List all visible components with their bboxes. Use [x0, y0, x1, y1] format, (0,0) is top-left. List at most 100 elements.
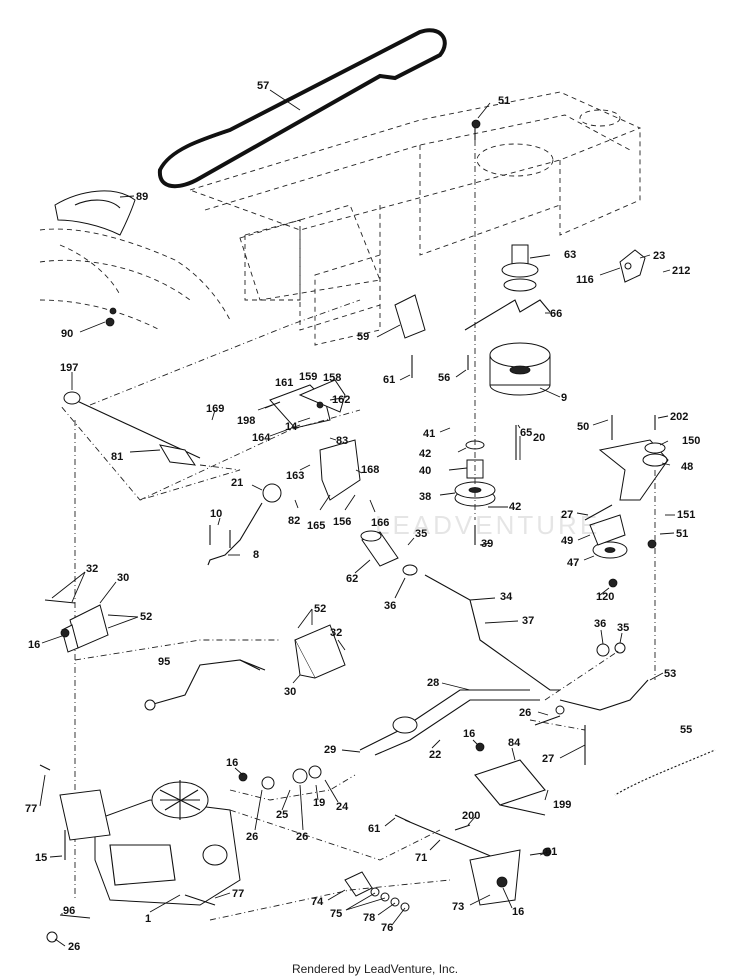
part-label: 36: [384, 600, 396, 612]
shift-lever-8: [207, 483, 282, 566]
part-label: 16: [226, 757, 238, 769]
part-label: 15: [35, 852, 47, 864]
part-label: 73: [452, 901, 464, 913]
belt-keeper-49: [589, 514, 626, 546]
drive-belt-57: [157, 28, 447, 189]
clutch-rod-34: [424, 574, 560, 691]
part-label: 50: [577, 421, 589, 433]
part-label: 51: [498, 95, 510, 107]
part-label: 52: [314, 603, 326, 615]
part-label: 14: [285, 421, 298, 433]
part-label: 26: [246, 831, 258, 843]
part-label: 35: [415, 528, 427, 540]
part-label: 61: [368, 823, 380, 835]
part-label: 161: [275, 377, 293, 389]
lift-bracket-158: [269, 379, 346, 429]
part-label: 56: [438, 372, 450, 384]
part-label: 77: [25, 803, 37, 815]
part-label: 198: [237, 415, 255, 427]
part-label: 74: [311, 896, 324, 908]
assembly-lines: [74, 299, 621, 921]
part-label: 84: [508, 737, 521, 749]
part-labels: 57 51 89 63 23 116 212 66 59 90 197 61: [25, 80, 700, 953]
part-label: 32: [330, 627, 342, 639]
pivot-bracket-165: [319, 439, 361, 501]
part-label: 52: [140, 611, 152, 623]
part-label: 199: [553, 799, 571, 811]
washer-36: [402, 564, 418, 576]
part-label: 55: [680, 724, 692, 736]
part-label: 47: [567, 557, 579, 569]
part-label: 59: [357, 331, 369, 343]
part-label: 66: [550, 308, 562, 320]
brake-bracket-71: [404, 819, 521, 906]
part-label: 16: [463, 728, 475, 740]
tractor-frame: [188, 91, 642, 346]
part-label: 151: [677, 509, 695, 521]
part-label: 61: [383, 374, 395, 386]
part-label: 42: [419, 448, 431, 460]
part-label: 166: [371, 517, 389, 529]
pto-clutch-9: [489, 342, 551, 396]
part-label: 75: [330, 908, 342, 920]
part-label: 82: [288, 515, 300, 527]
part-label: 202: [670, 411, 688, 423]
part-label: 26: [296, 831, 308, 843]
shift-bracket-30-middle: [294, 624, 346, 679]
body-outline: [39, 228, 231, 331]
part-label: 164: [252, 432, 271, 444]
part-label: 39: [481, 538, 493, 550]
part-label: 169: [206, 403, 224, 415]
part-label: 158: [323, 372, 341, 384]
part-label: 16: [512, 906, 524, 918]
part-label: 9: [561, 392, 567, 404]
part-label: 76: [381, 922, 393, 934]
part-label: 197: [60, 362, 78, 374]
part-label: 150: [682, 435, 700, 447]
part-label: 23: [653, 250, 665, 262]
part-label: 32: [86, 563, 98, 575]
part-label: 96: [63, 905, 75, 917]
part-label: 116: [576, 274, 594, 286]
part-label: 63: [564, 249, 576, 261]
idler-bracket-23: [619, 249, 646, 283]
part-label: 120: [596, 591, 614, 603]
part-label: 156: [333, 516, 351, 528]
part-label: 200: [462, 810, 480, 822]
part-label: 40: [419, 465, 431, 477]
brake-rod-53: [559, 679, 649, 711]
linkage-84: [474, 759, 546, 816]
part-label: 38: [419, 491, 431, 503]
transmission-pulley-38: [454, 481, 496, 507]
part-label: 26: [519, 707, 531, 719]
part-label: 34: [500, 591, 513, 603]
part-label: 163: [286, 470, 304, 482]
part-label: 27: [561, 509, 573, 521]
part-label: 21: [231, 477, 243, 489]
part-label: 10: [210, 508, 222, 520]
part-label: 90: [61, 328, 73, 340]
seat-plate-89: [54, 190, 136, 236]
part-label: 22: [429, 749, 441, 761]
idler-pulley-47: [592, 541, 628, 559]
part-label: 212: [672, 265, 690, 277]
part-label: 61: [545, 846, 557, 858]
part-label: 65: [520, 427, 532, 439]
part-label: 35: [617, 622, 629, 634]
part-label: 8: [253, 549, 259, 561]
part-label: 27: [542, 753, 554, 765]
guide-line-81: [59, 404, 241, 501]
part-label: 30: [117, 572, 129, 584]
part-label: 30: [284, 686, 296, 698]
part-label: 42: [509, 501, 521, 513]
belt-guide-66: [464, 299, 551, 331]
cross-shaft-81: [63, 391, 201, 466]
part-label: 24: [336, 801, 349, 813]
shift-crank-95: [144, 659, 266, 711]
part-label: 19: [313, 797, 325, 809]
part-label: 77: [232, 888, 244, 900]
part-label: 168: [361, 464, 379, 476]
drive-rods-28-22: [359, 689, 540, 756]
part-label: 25: [276, 809, 288, 821]
